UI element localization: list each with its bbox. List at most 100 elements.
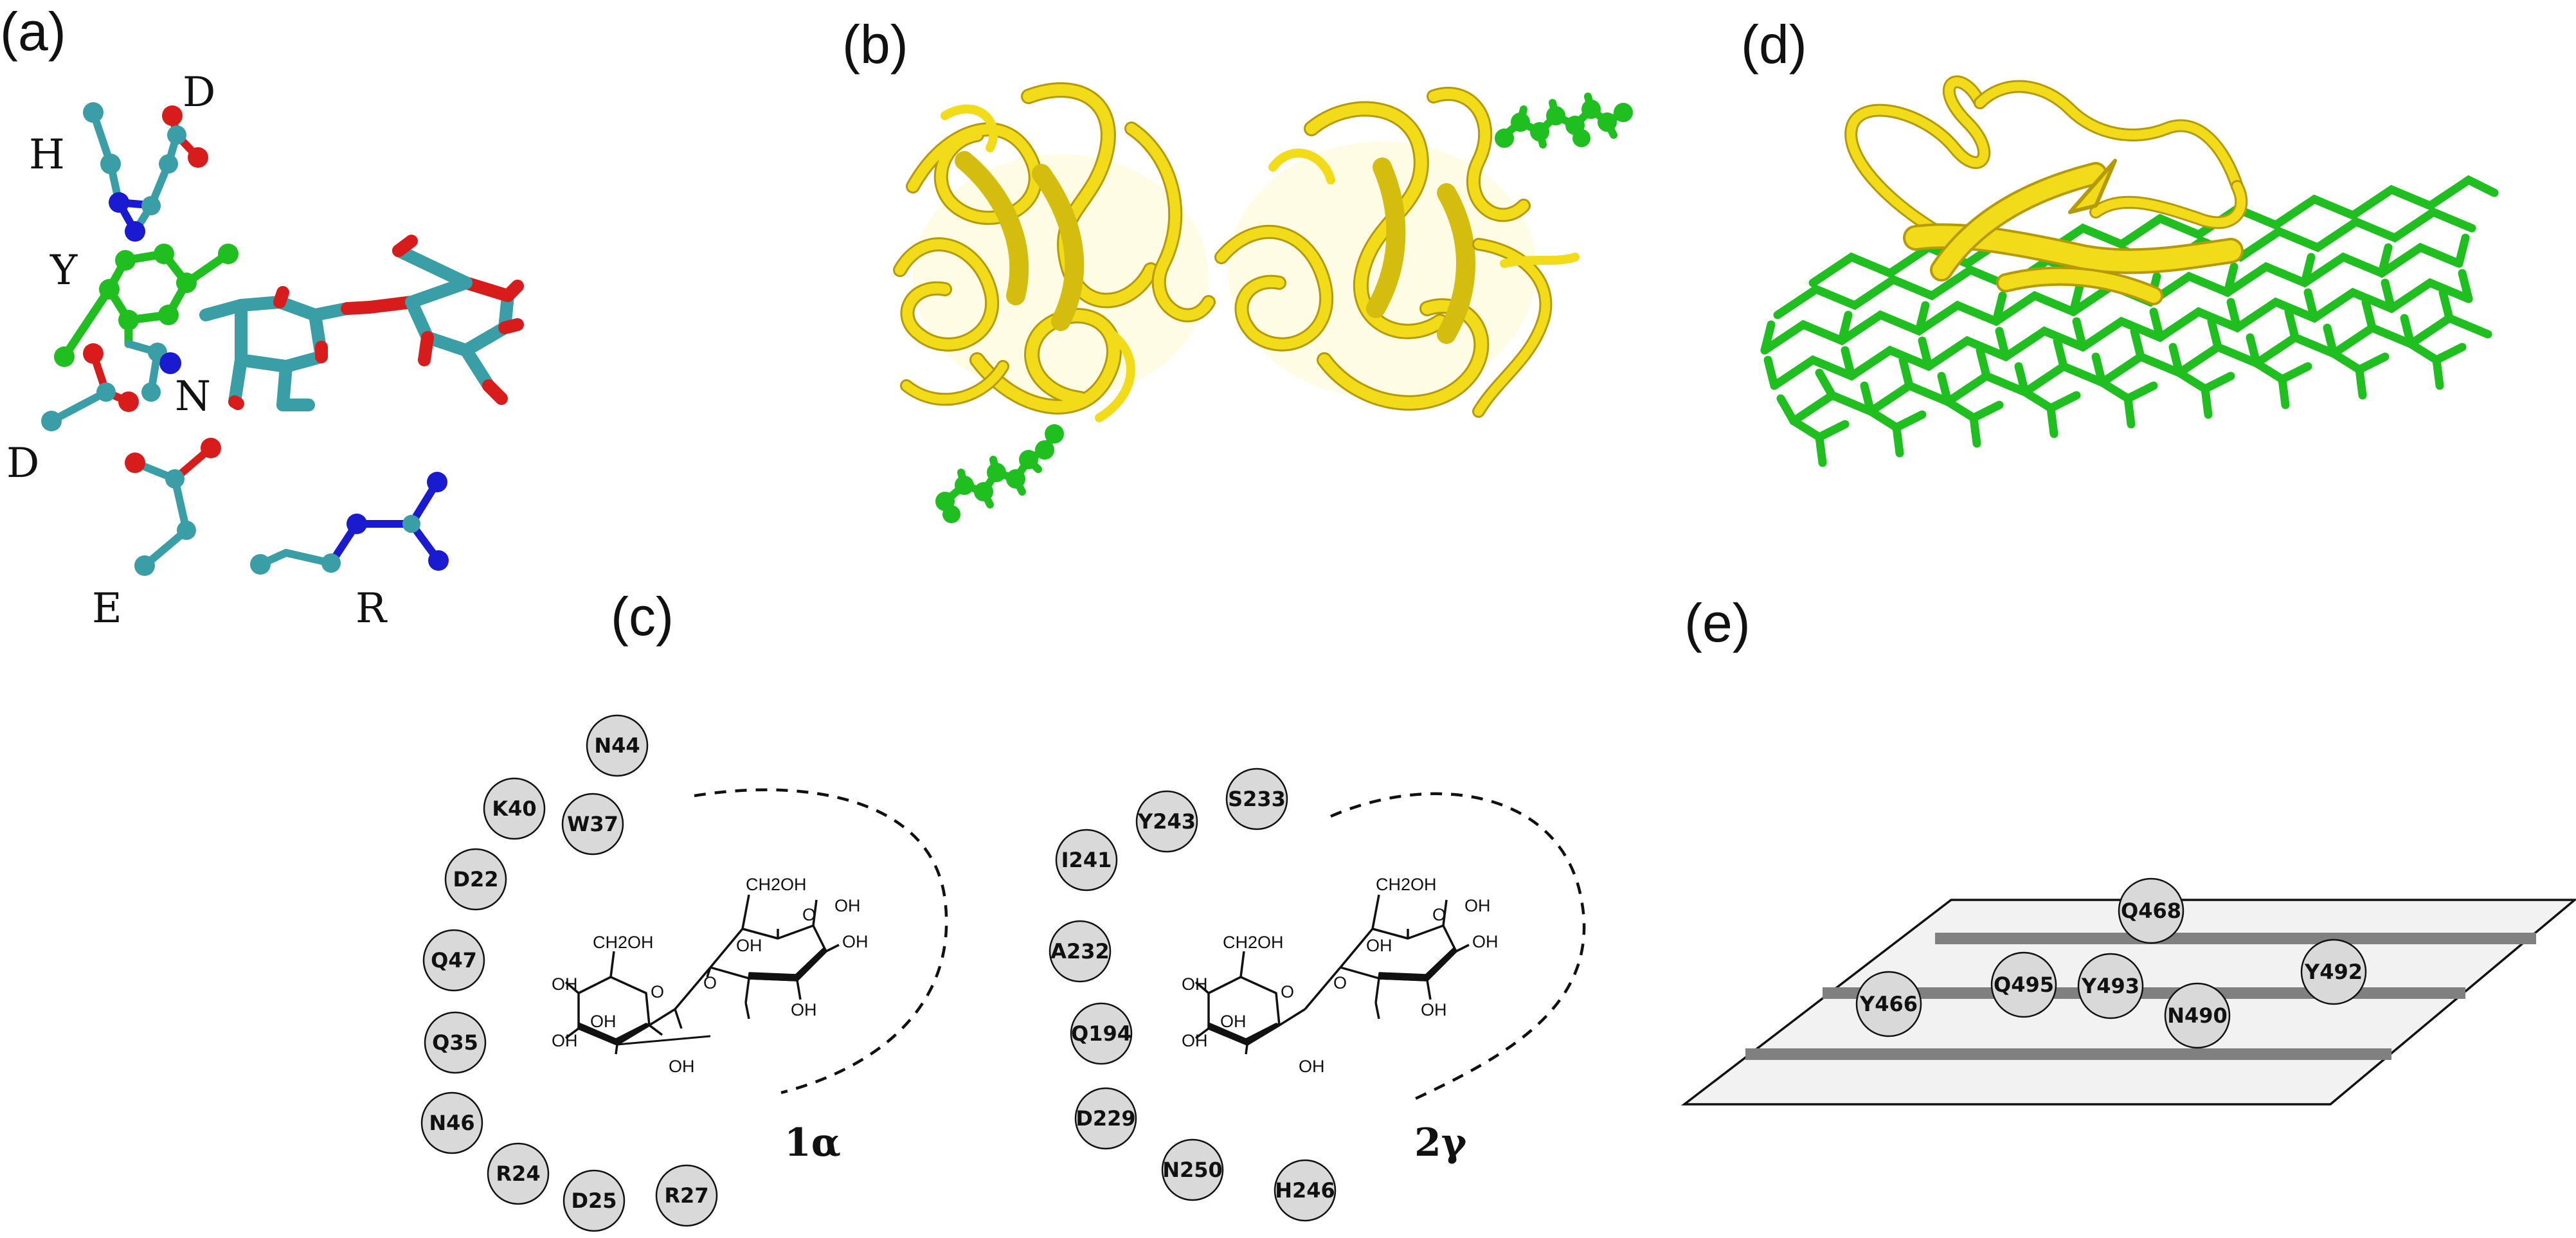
site-1-label: 1α: [784, 1120, 841, 1165]
oh-label-2a: OH: [1182, 974, 1208, 994]
svg-text:I241: I241: [1061, 848, 1112, 872]
residue-y493: Y493: [2077, 953, 2144, 1019]
binding-site-1: N44 K40 W37 D22 Q47 Q35 N46 R24 D25 R27: [420, 714, 948, 1232]
protein-ribbon-left-domain: [893, 82, 1216, 422]
residue-q468: Q468: [2118, 877, 2184, 944]
oh-label-1b: OH: [552, 1031, 578, 1050]
oh-label-1g: OH: [736, 936, 762, 955]
residue-circles-site-2: S233 Y243 I241 A232 Q194 D229 N250 H246: [1049, 767, 1337, 1222]
polysaccharide-surface: [1760, 175, 2499, 467]
svg-text:Y243: Y243: [1137, 809, 1196, 834]
oh-label-1f: OH: [834, 896, 861, 915]
residue-n46: N46: [420, 1091, 483, 1154]
svg-text:N46: N46: [429, 1111, 474, 1135]
protein-ribbon-dimer: [893, 82, 1580, 422]
ball-and-stick-model: [41, 102, 524, 576]
panel-d-label: (d): [1741, 14, 1807, 75]
aspartate-top-sidechain: [147, 105, 208, 210]
panel-b: (b): [842, 14, 1633, 523]
svg-text:Q495: Q495: [1994, 973, 2054, 997]
residue-k40: K40: [483, 777, 546, 840]
panel-e: (e) Q468 Y466 Q495 Y493 N490 Y492: [1680, 593, 2576, 1106]
lactose-structure-site-1: CH2OH OH O OH OH OH O CH2OH O OH OH OH O…: [552, 875, 869, 1076]
residue-n250: N250: [1161, 1138, 1224, 1201]
disaccharide-ligand: [199, 235, 524, 411]
o-label-2b: O: [1333, 973, 1347, 992]
panel-a: (a): [0, 1, 524, 632]
lactose-structure-site-2: CH2OH OH O OH OH OH O CH2OH O OH OH OH O…: [1182, 875, 1499, 1076]
svg-text:Y466: Y466: [1859, 992, 1918, 1016]
residue-label-e: E: [92, 585, 122, 632]
svg-text:S233: S233: [1228, 787, 1286, 811]
site-2-label: 2γ: [1414, 1120, 1467, 1165]
arginine-sidechain: [250, 472, 449, 575]
svg-text:N44: N44: [594, 733, 640, 758]
oh-label-1d: OH: [669, 1057, 695, 1076]
panel-e-label: (e): [1684, 593, 1751, 653]
ch2oh-label-1b: CH2OH: [746, 875, 807, 894]
residue-q47: Q47: [422, 929, 485, 992]
residue-i241: I241: [1055, 829, 1118, 892]
tyrosine-sidechain: [54, 244, 239, 367]
svg-text:N490: N490: [2167, 1003, 2228, 1028]
residue-n44: N44: [586, 714, 649, 777]
bound-ligand-bottom-left: [935, 424, 1064, 523]
o-label-2c: O: [1432, 905, 1446, 924]
svg-text:D22: D22: [453, 867, 498, 892]
svg-text:W37: W37: [567, 812, 618, 836]
oh-label-1e: OH: [842, 932, 869, 951]
protein-ribbon-right-domain: [1214, 87, 1580, 418]
aspartate-left-sidechain: [41, 343, 139, 431]
residue-h246: H246: [1274, 1159, 1337, 1222]
panel-b-label: (b): [842, 14, 908, 75]
svg-text:D25: D25: [571, 1189, 617, 1213]
residue-y492: Y492: [2300, 938, 2367, 1005]
site-1-boundary: [694, 788, 948, 1095]
svg-text:R24: R24: [496, 1162, 540, 1186]
binding-site-2: S233 Y243 I241 A232 Q194 D229 N250 H246: [1049, 767, 1586, 1222]
residue-y466: Y466: [1855, 971, 1922, 1037]
oh-label-2b: OH: [1182, 1031, 1208, 1050]
oh-label-1a: OH: [552, 974, 578, 994]
oh-label-2d: OH: [1299, 1057, 1325, 1076]
o-label-1b: O: [703, 973, 717, 992]
oh-label-2f: OH: [1464, 896, 1491, 915]
panel-c-label: (c): [611, 586, 674, 647]
residue-label-y: Y: [50, 247, 78, 294]
residue-d22: D22: [444, 848, 507, 911]
oh-label-1h: OH: [791, 1000, 817, 1019]
ch2oh-label-2b: CH2OH: [1376, 875, 1437, 894]
panel-d: (d): [1741, 14, 2499, 467]
asparagine-sidechain: [125, 340, 181, 402]
svg-text:A232: A232: [1050, 939, 1110, 964]
oh-label-2c: OH: [1220, 1012, 1247, 1031]
residue-label-h: H: [29, 131, 65, 179]
oh-label-2g: OH: [1366, 936, 1392, 955]
residue-n490: N490: [2164, 982, 2231, 1049]
residue-label-d-left: D: [6, 440, 39, 487]
residue-s233: S233: [1225, 767, 1288, 830]
residue-circles-site-1: N44 K40 W37 D22 Q47 Q35 N46 R24 D25 R27: [420, 714, 718, 1232]
residue-label-r: R: [356, 585, 388, 632]
residue-w37: W37: [561, 793, 624, 856]
oh-label-1c: OH: [590, 1012, 617, 1031]
svg-text:Q194: Q194: [1071, 1021, 1131, 1046]
glutamate-sidechain: [125, 438, 221, 576]
svg-text:N250: N250: [1162, 1158, 1223, 1182]
residue-label-d-top: D: [183, 69, 215, 116]
svg-text:Q468: Q468: [2121, 899, 2181, 923]
oh-label-2h: OH: [1421, 1000, 1447, 1019]
svg-text:D229: D229: [1076, 1106, 1135, 1131]
site-2-boundary: [1330, 792, 1586, 1101]
svg-text:Q47: Q47: [431, 948, 477, 973]
svg-text:Y492: Y492: [2304, 960, 2363, 984]
surface-residues: Q468 Y466 Q495 Y493 N490 Y492: [1855, 877, 2367, 1049]
svg-text:K40: K40: [492, 796, 536, 821]
residue-d25: D25: [563, 1169, 626, 1232]
residue-r27: R27: [655, 1164, 718, 1227]
residue-a232: A232: [1049, 920, 1112, 983]
residue-label-n: N: [175, 373, 211, 420]
residue-y243: Y243: [1135, 790, 1198, 853]
o-label-2a: O: [1281, 982, 1294, 1001]
